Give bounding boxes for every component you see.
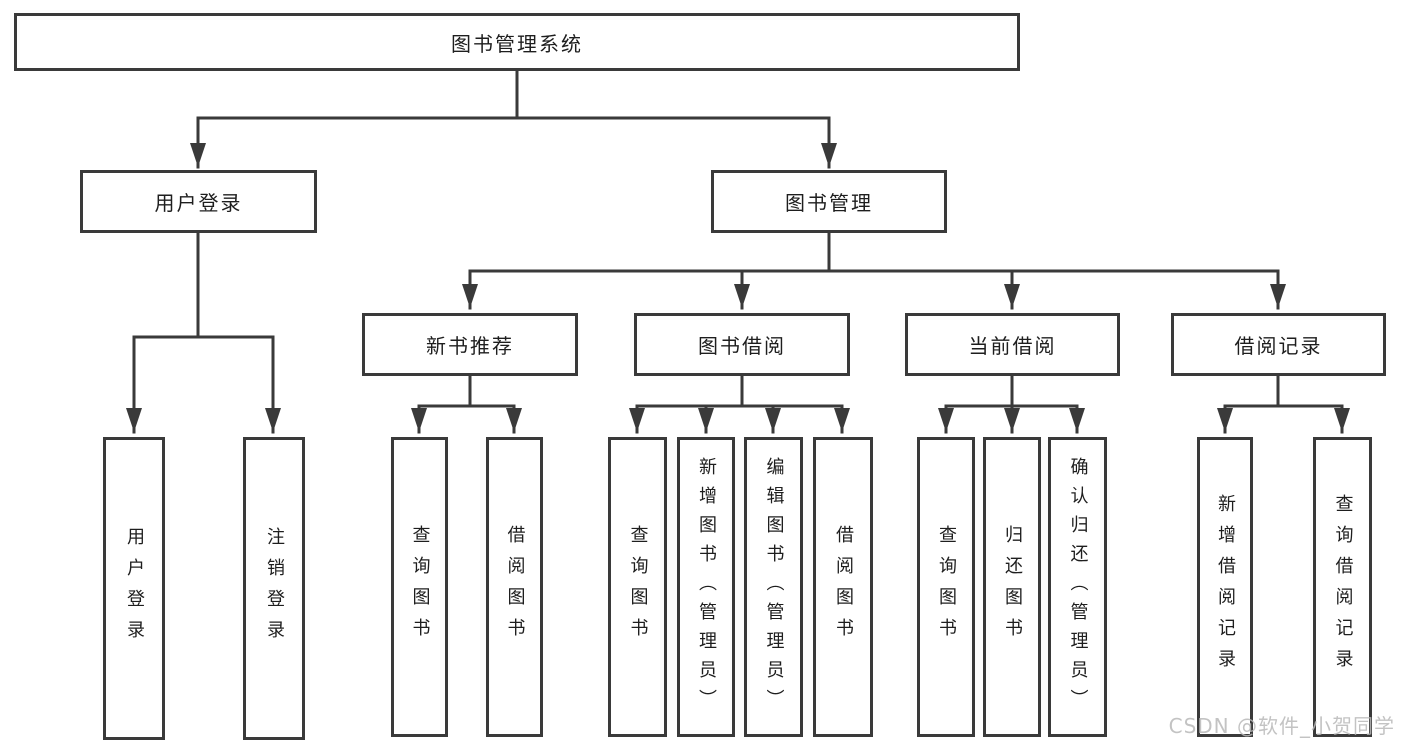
- node-borrow-books-recommend: 借阅图书: [486, 437, 543, 737]
- node-query-books-current: 查询图书: [917, 437, 975, 737]
- node-borrowing-records: 借阅记录: [1171, 313, 1386, 376]
- node-query-books-recommend: 查询图书: [391, 437, 448, 737]
- node-query-borrow-record: 查询借阅记录: [1313, 437, 1372, 737]
- node-return-books: 归还图书: [983, 437, 1041, 737]
- node-confirm-return-admin: 确认归还（管理员）: [1048, 437, 1107, 737]
- node-add-borrow-record: 新增借阅记录: [1197, 437, 1253, 737]
- node-book-management-system: 图书管理系统: [14, 13, 1020, 71]
- node-edit-books-admin: 编辑图书（管理员）: [744, 437, 803, 737]
- node-new-book-recommend: 新书推荐: [362, 313, 578, 376]
- node-logout-login: 注销登录: [243, 437, 305, 740]
- node-user-login-group: 用户登录: [80, 170, 317, 233]
- csdn-watermark: CSDN @软件_小贺同学: [1168, 714, 1395, 738]
- node-query-books-borrowing: 查询图书: [608, 437, 667, 737]
- node-book-borrowing: 图书借阅: [634, 313, 850, 376]
- node-current-borrowing: 当前借阅: [905, 313, 1120, 376]
- node-borrow-books-borrowing: 借阅图书: [813, 437, 873, 737]
- node-book-management: 图书管理: [711, 170, 947, 233]
- node-user-login: 用户登录: [103, 437, 165, 740]
- node-add-books-admin: 新增图书（管理员）: [677, 437, 735, 737]
